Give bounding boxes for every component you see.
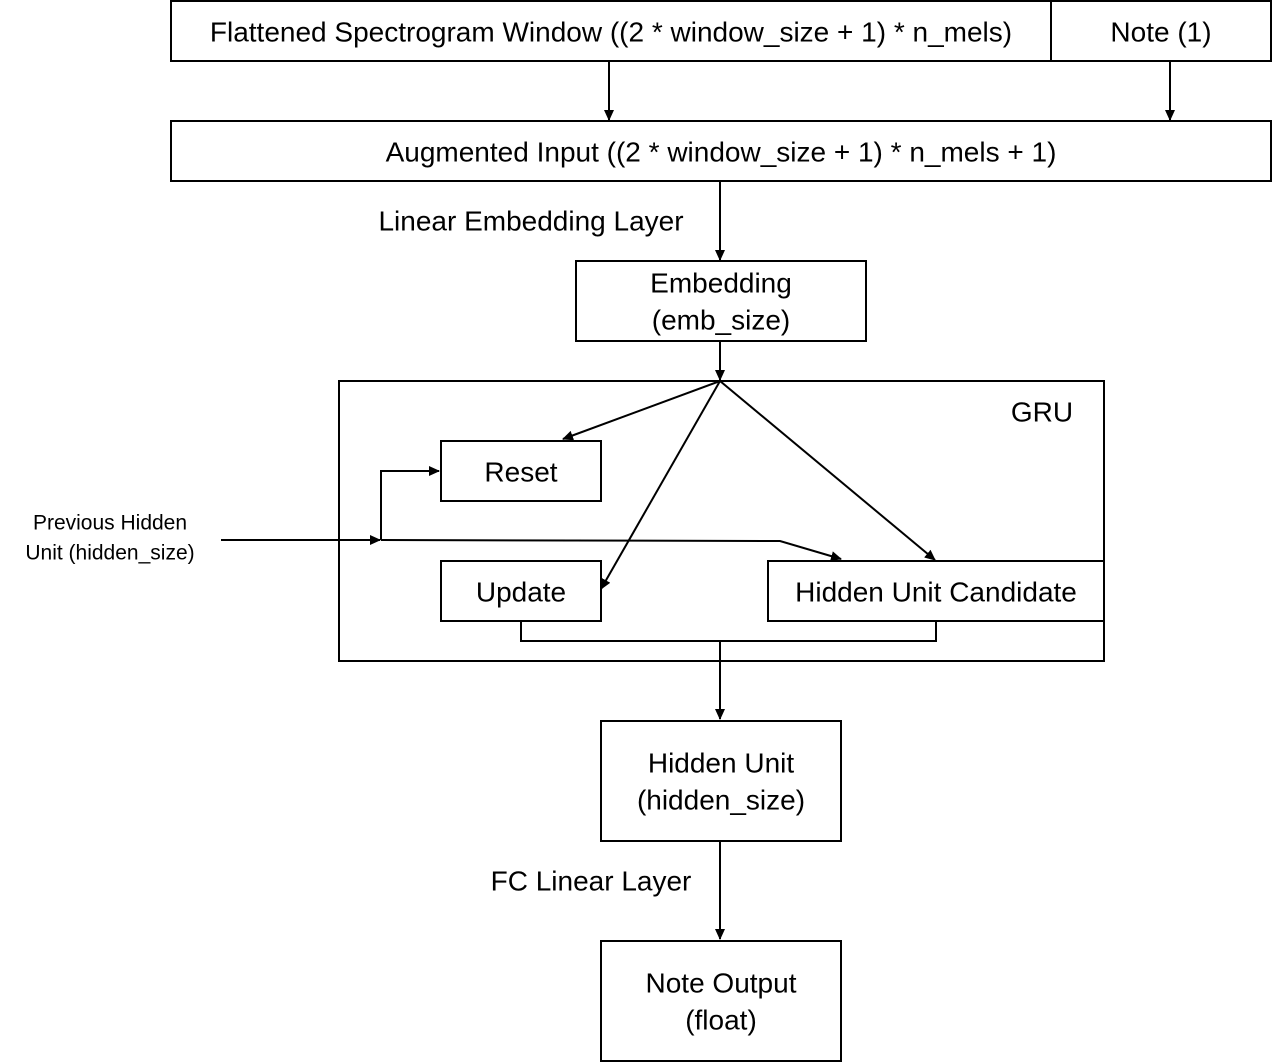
node-update-gate: Update (440, 560, 602, 622)
edge-previous-hidden-to-reset (380, 466, 440, 540)
edge-embedding-to-update (600, 380, 721, 590)
hidden-unit-label-line1: Hidden Unit (648, 748, 795, 779)
node-reset-gate: Reset (440, 440, 602, 502)
edge-label-linear-embedding: Linear Embedding Layer (378, 206, 683, 237)
augmented-input-label: Augmented Input ((2 * window_size + 1) *… (386, 137, 1057, 168)
edge-gates-merge (520, 621, 937, 642)
hidden-unit-label-line2: (hidden_size) (637, 785, 805, 816)
node-note-input: Note (1) (1050, 0, 1272, 62)
node-augmented-input: Augmented Input ((2 * window_size + 1) *… (170, 120, 1272, 182)
hidden-unit-candidate-label: Hidden Unit Candidate (795, 577, 1077, 608)
node-previous-hidden-unit: Previous Hidden Unit (hidden_size) (25, 512, 194, 565)
edge-embedding-to-reset (562, 380, 721, 441)
node-hidden-unit-candidate: Hidden Unit Candidate (767, 560, 1105, 622)
embedding-label-line2: (emb_size) (652, 305, 790, 336)
note-output-label-line1: Note Output (646, 968, 797, 999)
node-embedding: Embedding (emb_size) (575, 260, 867, 342)
node-note-output: Note Output (float) (600, 940, 842, 1062)
gru-label: GRU (1011, 397, 1073, 428)
note-input-label: Note (1) (1110, 17, 1211, 48)
edge-label-fc-linear: FC Linear Layer (491, 866, 692, 897)
previous-hidden-label-line1: Previous Hidden (33, 512, 187, 535)
embedding-label-line1: Embedding (650, 268, 792, 299)
edge-embedding-to-hidden-candidate (719, 380, 936, 561)
spectrogram-window-label: Flattened Spectrogram Window ((2 * windo… (210, 17, 1012, 48)
note-output-label-line2: (float) (685, 1005, 757, 1036)
node-spectrogram-window: Flattened Spectrogram Window ((2 * windo… (170, 0, 1052, 62)
edge-previous-hidden-to-hidden-candidate (380, 539, 842, 561)
previous-hidden-label-line2: Unit (hidden_size) (25, 542, 194, 565)
reset-gate-label: Reset (484, 457, 557, 488)
update-gate-label: Update (476, 577, 566, 608)
node-hidden-unit: Hidden Unit (hidden_size) (600, 720, 842, 842)
